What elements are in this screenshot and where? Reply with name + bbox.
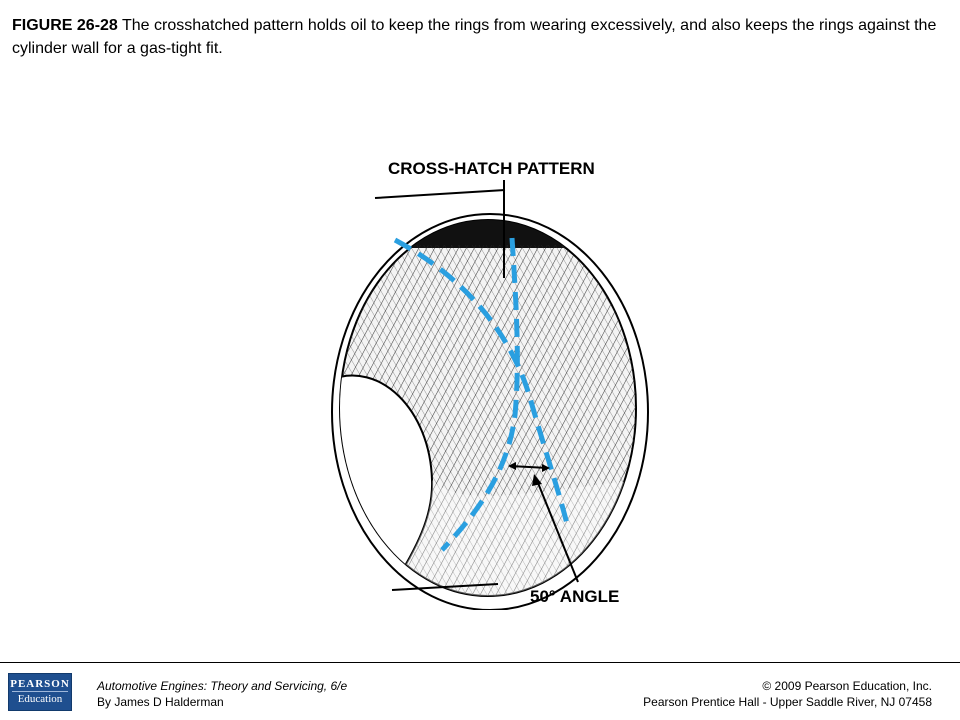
angle-arc-arrow: [509, 465, 549, 469]
bottom-leader-line: [391, 583, 499, 591]
pearson-logo: PEARSON Education: [8, 673, 72, 711]
crosshatch-surface: [340, 220, 636, 596]
figure-caption: FIGURE 26-28 The crosshatched pattern ho…: [12, 14, 948, 60]
figure-number: FIGURE 26-28: [12, 17, 118, 34]
footer-divider: [0, 662, 960, 663]
book-author: By James D Halderman: [97, 695, 224, 709]
angle-arrowhead-left: [508, 462, 516, 470]
label-50-angle: 50° ANGLE: [530, 587, 619, 606]
copyright-text: © 2009 Pearson Education, Inc.: [762, 679, 932, 693]
logo-line-2: Education: [12, 691, 68, 706]
angle-pointer-head: [532, 474, 542, 486]
copyright-info: © 2009 Pearson Education, Inc. Pearson P…: [643, 678, 932, 710]
book-info: Automotive Engines: Theory and Servicing…: [97, 678, 347, 710]
angle-pointer: [535, 477, 579, 583]
dashed-line-left: [393, 237, 571, 529]
cylinder-crosshatch-diagram: CROSS-HATCH PATTERN 50° ANGLE: [320, 150, 650, 610]
label-crosshatch-pattern: CROSS-HATCH PATTERN: [388, 159, 595, 178]
book-title: Automotive Engines: Theory and Servicing…: [97, 679, 348, 693]
angle-arrowhead-right: [542, 464, 550, 472]
diagram-canvas: CROSS-HATCH PATTERN 50° ANGLE: [331, 159, 649, 610]
top-leader-line: [374, 189, 506, 199]
logo-line-1: PEARSON: [10, 678, 70, 690]
publisher-text: Pearson Prentice Hall - Upper Saddle Riv…: [643, 695, 932, 709]
caption-text: The crosshatched pattern holds oil to ke…: [12, 17, 937, 57]
dashed-line-right: [440, 237, 520, 552]
